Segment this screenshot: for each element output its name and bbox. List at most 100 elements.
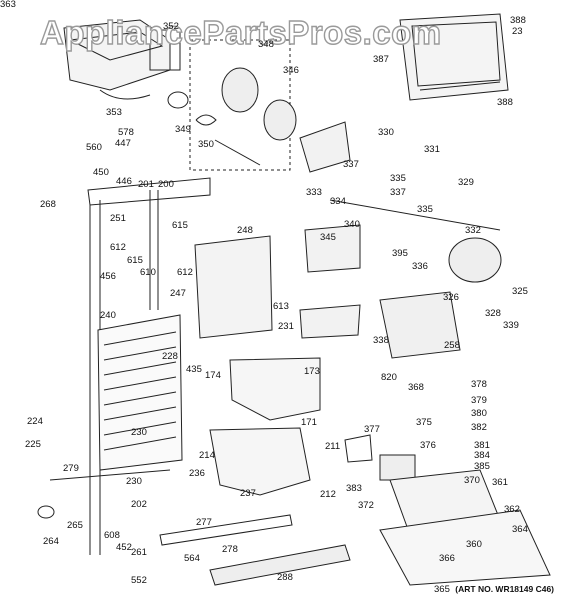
callout-326: 326 [443,292,459,303]
callout-236: 236 [189,468,205,479]
callout-230: 230 [131,427,147,438]
callout-335: 335 [417,204,433,215]
callout-349: 349 [175,124,191,135]
callout-258: 258 [444,340,460,351]
callout-375: 375 [416,417,432,428]
callout-446: 446 [116,176,132,187]
watermark: AppliancePartsPros.com [39,13,442,51]
callout-333: 333 [306,187,322,198]
callout-385: 385 [474,461,490,472]
callout-334: 334 [330,196,346,207]
callout-361: 361 [492,477,508,488]
fan-shroud [194,235,273,339]
callout-384: 384 [474,450,490,461]
callout-376: 376 [420,440,436,451]
callout-237: 237 [240,488,256,499]
callout-328: 328 [485,308,501,319]
callout-265: 265 [67,520,83,531]
callout-560: 560 [86,142,102,153]
auger-motor-parts [167,39,297,171]
callout-360: 360 [466,539,482,550]
callout-435: 435 [186,364,202,375]
callout-338: 338 [373,335,389,346]
ice-bucket-assembly [63,19,181,100]
callout-447: 447 [115,138,131,149]
callout-325: 325 [512,286,528,297]
callout-379: 379 [471,395,487,406]
callout-340: 340 [344,219,360,230]
callout-612: 612 [177,267,193,278]
callout-337: 337 [343,159,359,170]
shelf-171 [229,357,321,421]
callout-452: 452 [116,542,132,553]
callout-381: 381 [474,440,490,451]
evaporator-coil [97,314,183,471]
callout-247: 247 [170,288,186,299]
callout-214: 214 [199,450,215,461]
callout-335: 335 [390,173,406,184]
dispenser-parts [329,199,551,586]
callout-608: 608 [104,530,120,541]
callout-456: 456 [100,271,116,282]
callout-388: 388 [510,15,526,26]
callout-383: 383 [346,483,362,494]
callout-615: 615 [127,255,143,266]
callout-278: 278 [222,544,238,555]
cover-258 [299,304,361,339]
callout-372: 372 [358,500,374,511]
callout-23: 23 [512,26,523,37]
cover-395 [304,224,361,273]
callout-365: 365 [434,584,450,595]
callout-363: 363 [0,0,16,10]
ice-maker [379,291,461,359]
callout-202: 202 [131,499,147,510]
callout-610: 610 [140,267,156,278]
callout-578: 578 [118,127,134,138]
callout-450: 450 [93,167,109,178]
callout-380: 380 [471,408,487,419]
callout-248: 248 [237,225,253,236]
callout-212: 212 [320,489,336,500]
callout-370: 370 [464,475,480,486]
callout-388: 388 [497,97,513,108]
callout-366: 366 [439,553,455,564]
art-number: (ART NO. WR18149 C46) [455,584,554,594]
callout-330: 330 [378,127,394,138]
dispenser-door-panel [399,13,509,101]
callout-368: 368 [408,382,424,393]
callout-277: 277 [196,517,212,528]
callout-331: 331 [424,144,440,155]
callout-174: 174 [205,370,221,381]
bottom-rails [37,505,351,586]
callout-329: 329 [458,177,474,188]
auger-housing [299,121,351,173]
callout-200: 200 [158,179,174,190]
callout-552: 552 [131,575,147,586]
callout-261: 261 [131,547,147,558]
callout-228: 228 [162,351,178,362]
callout-201: 201 [138,179,154,190]
callout-240: 240 [100,310,116,321]
callout-345: 345 [320,232,336,243]
callout-346: 346 [283,65,299,76]
callout-353: 353 [106,107,122,118]
callout-395: 395 [392,248,408,259]
callout-362: 362 [504,504,520,515]
callout-231: 231 [278,321,294,332]
callout-352: 352 [163,21,179,32]
bin-211 [209,427,311,496]
callout-336: 336 [412,261,428,272]
callout-171: 171 [301,417,317,428]
callout-224: 224 [27,416,43,427]
callout-387: 387 [373,54,389,65]
callout-613: 613 [273,301,289,312]
callout-382: 382 [471,422,487,433]
callout-230: 230 [126,476,142,487]
callout-377: 377 [364,424,380,435]
callout-173: 173 [304,366,320,377]
callout-279: 279 [63,463,79,474]
callout-268: 268 [40,199,56,210]
callout-564: 564 [184,553,200,564]
